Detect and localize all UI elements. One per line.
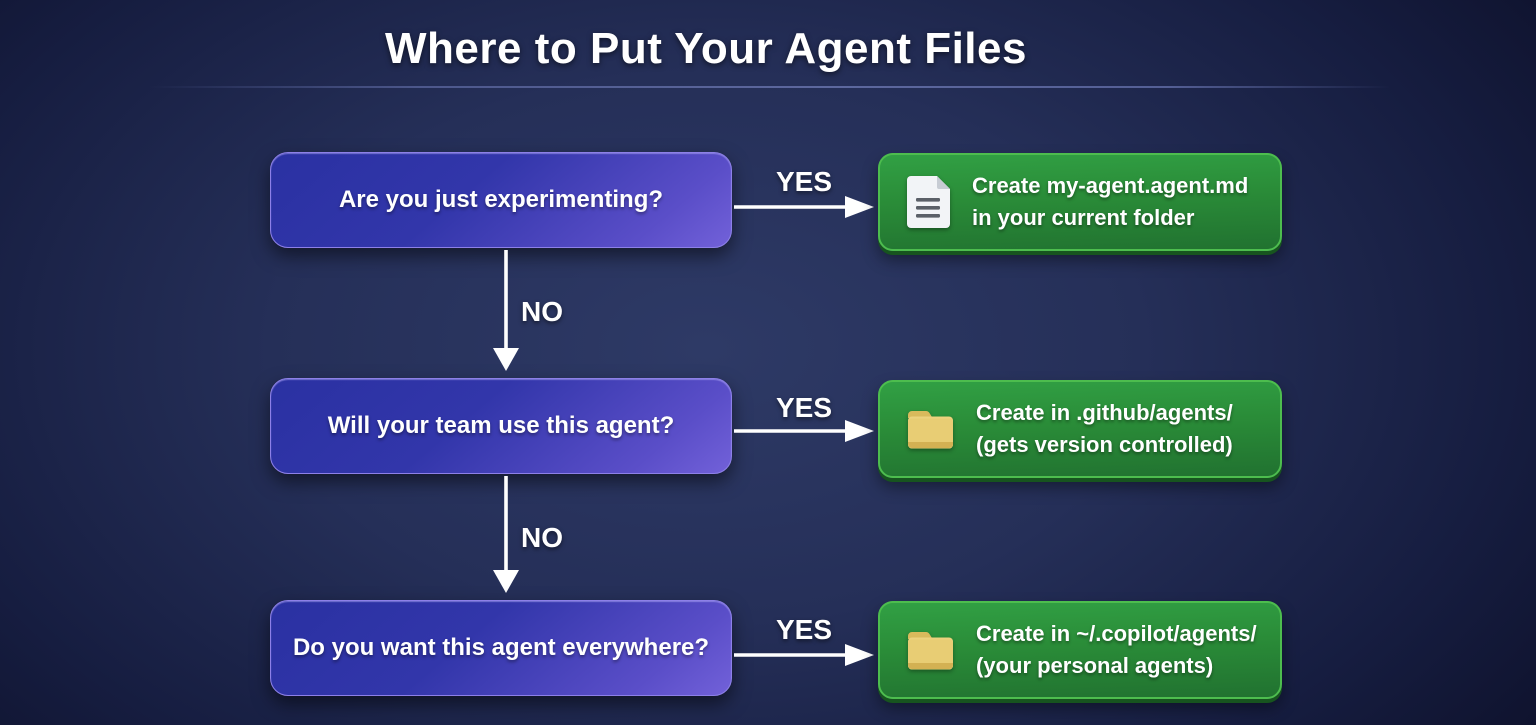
yes-arrow-icon — [734, 420, 874, 442]
document-icon — [907, 176, 950, 228]
answer-text: Create in ~/.copilot/agents/ (your perso… — [976, 618, 1257, 682]
question-text: Are you just experimenting? — [338, 186, 664, 213]
answer-line: Create in ~/.copilot/agents/ — [976, 621, 1257, 646]
no-arrow-icon — [493, 476, 519, 593]
yes-label: YES — [775, 392, 833, 423]
yes-label: YES — [775, 614, 833, 645]
yes-label: YES — [775, 166, 833, 197]
question-text: Do you want this agent everywhere? — [292, 634, 710, 661]
answer-line: Create in .github/agents/ — [976, 400, 1233, 425]
answer-line: (gets version controlled) — [976, 432, 1233, 457]
answer-line: Create my-agent.agent.md — [972, 173, 1249, 198]
question-box-agent-everywhere: Do you want this agent everywhere? — [270, 600, 732, 696]
no-label: NO — [521, 522, 563, 553]
yes-arrow-icon — [734, 644, 874, 666]
yes-arrow-icon — [734, 196, 874, 218]
question-box-team-use: Will your team use this agent? — [270, 378, 732, 474]
answer-box-copilot-agents: Create in ~/.copilot/agents/ (your perso… — [878, 601, 1282, 699]
folder-icon — [908, 632, 953, 670]
answer-text: Create my-agent.agent.md in your current… — [972, 170, 1248, 234]
question-box-experimenting: Are you just experimenting? — [270, 152, 732, 248]
page-title: Where to Put Your Agent Files — [385, 24, 1027, 73]
answer-text: Create in .github/agents/ (gets version … — [976, 397, 1233, 461]
no-arrow-icon — [493, 250, 519, 371]
answer-box-current-folder: Create my-agent.agent.md in your current… — [878, 153, 1282, 251]
question-text: Will your team use this agent? — [327, 412, 675, 439]
answer-line: (your personal agents) — [976, 653, 1214, 678]
folder-icon — [908, 411, 953, 449]
answer-box-github-agents: Create in .github/agents/ (gets version … — [878, 380, 1282, 478]
answer-line: in your current folder — [972, 205, 1195, 230]
title-divider — [150, 86, 1390, 88]
no-label: NO — [521, 296, 563, 327]
